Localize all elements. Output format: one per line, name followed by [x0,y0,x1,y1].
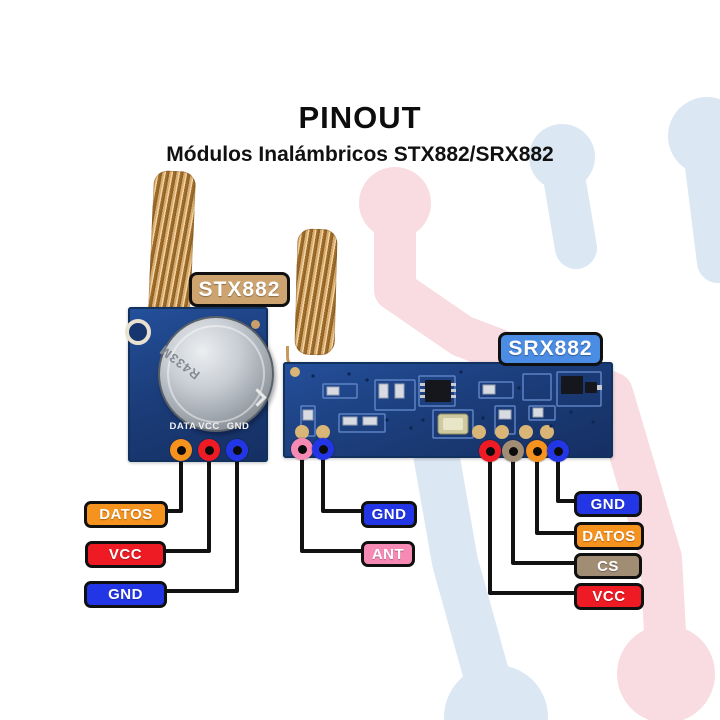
saw-resonator-can [158,316,274,432]
label-stx-vcc: VCC [85,541,166,568]
silk-gnd: GND [226,421,250,432]
silk-data: DATA [169,421,197,432]
pin-srx-gnd-right [547,440,569,462]
pin-srx-datos [526,440,548,462]
label-srx-cs: CS [574,553,642,579]
pcb-srx882 [283,362,613,462]
solder-pad-icon [251,320,260,329]
silkscreen-pin-names: DATA VCC GND [128,421,268,433]
pin-srx-vcc [479,440,501,462]
pcb-components [290,367,602,439]
page-title: PINOUT [298,100,422,135]
pin-stx-gnd [226,439,248,461]
pin-srx-gnd-left [312,438,334,460]
label-srx-gnd-left: GND [361,501,417,528]
module-badge-srx882: SRX882 [498,332,603,366]
page-subtitle: Módulos Inalámbricos STX882/SRX882 [166,143,554,166]
pin-stx-vcc [198,439,220,461]
pin-srx-ant [291,438,313,460]
label-srx-vcc: VCC [574,583,644,610]
label-srx-gnd-right: GND [574,491,642,517]
label-stx-gnd: GND [84,581,167,608]
label-srx-datos: DATOS [574,522,644,550]
mounting-hole-icon [125,319,151,345]
label-stx-datos: DATOS [84,501,168,528]
label-srx-ant: ANT [361,541,415,567]
pcb-stx882: R433M DATA VCC GND [125,307,274,462]
silk-vcc: VCC [198,421,220,432]
module-badge-stx882: STX882 [189,272,290,307]
pin-stx-data [170,439,192,461]
pin-srx-cs [502,440,524,462]
